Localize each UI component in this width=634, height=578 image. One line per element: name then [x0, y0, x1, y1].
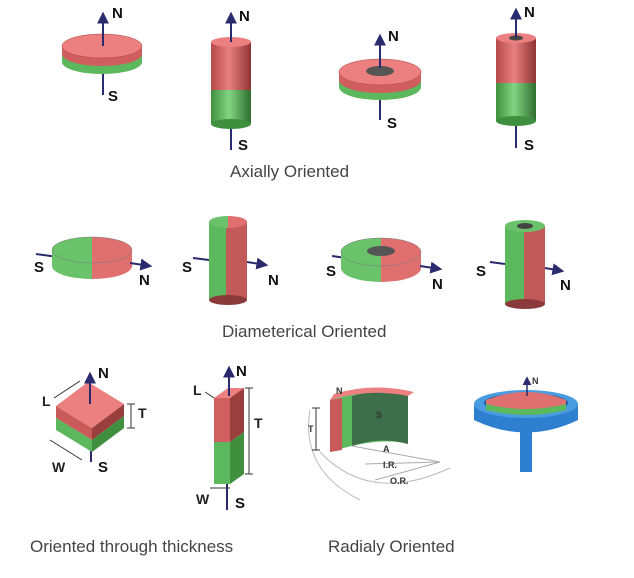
length-label: L [193, 382, 202, 398]
diametrical-disc-magnet: S N [34, 236, 153, 289]
south-label: S [235, 495, 245, 512]
thickness-label: T [308, 424, 314, 434]
south-label: S [108, 88, 118, 105]
radial-pot-magnet: N [474, 376, 578, 472]
north-label: N [560, 277, 571, 294]
north-label: N [268, 272, 279, 289]
south-label: S [238, 137, 248, 154]
north-label: N [388, 28, 399, 45]
south-label: S [34, 259, 44, 276]
length-label: L [42, 393, 51, 409]
south-label: S [182, 259, 192, 276]
diametrical-cylinder-magnet: S N [182, 216, 279, 305]
axial-ring-magnet: N S [338, 28, 422, 132]
axial-disc-magnet: N S [61, 5, 143, 105]
outer-radius-label: O.R. [390, 476, 409, 486]
north-label: N [532, 376, 539, 386]
north-label: N [432, 276, 443, 293]
caption-diametrical: Diameterical Oriented [222, 322, 387, 341]
north-label: N [524, 4, 535, 21]
width-label: W [52, 459, 66, 475]
inner-radius-label: I.R. [383, 460, 397, 470]
width-label: W [196, 491, 210, 507]
caption-radial: Radialy Oriented [328, 537, 455, 556]
radial-arc-segment-magnet: T N S A I.R. O.R. [308, 386, 451, 501]
caption-thickness: Oriented through thickness [30, 537, 234, 556]
north-label: N [98, 365, 109, 382]
north-label: N [139, 272, 150, 289]
south-label: S [387, 115, 397, 132]
axial-cylinder-magnet: N S [211, 8, 251, 154]
thickness-block-magnet: N S L T W [42, 365, 147, 476]
north-label: N [236, 363, 247, 380]
north-label: N [239, 8, 250, 25]
south-label: S [476, 263, 486, 280]
north-label: N [112, 5, 123, 22]
north-label: N [336, 386, 343, 396]
angle-label: A [383, 444, 390, 454]
diametrical-tube-magnet: S N [476, 220, 571, 309]
thickness-label: T [254, 415, 263, 431]
thickness-label: T [138, 405, 147, 421]
south-label: S [376, 410, 382, 420]
caption-axial: Axially Oriented [230, 162, 350, 181]
south-label: S [326, 263, 336, 280]
south-label: S [98, 459, 108, 476]
diametrical-ring-magnet: S N [326, 237, 443, 293]
axial-tube-magnet: N S [496, 4, 536, 154]
thickness-tall-block-magnet: N S L T W [193, 363, 263, 512]
south-label: S [524, 137, 534, 154]
